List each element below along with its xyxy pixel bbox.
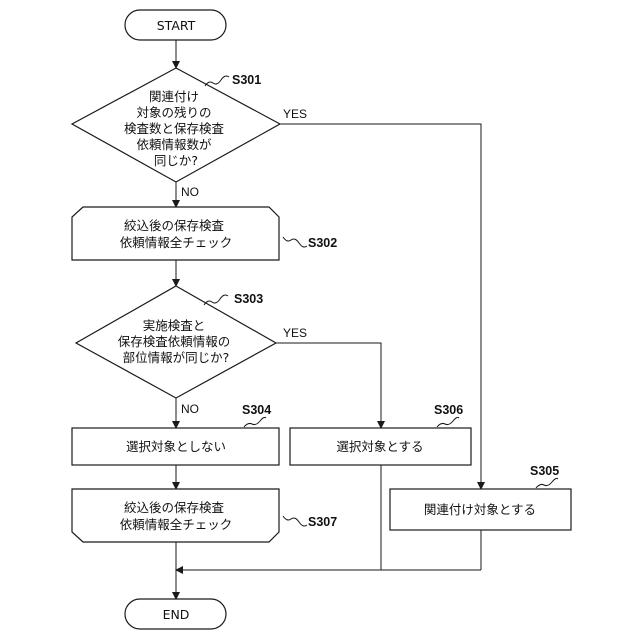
step-leader-s305	[536, 478, 558, 488]
process-s307-line: 絞込後の保存検査	[124, 500, 225, 515]
process-s307: 絞込後の保存検査 依頼情報全チェック S307	[72, 489, 337, 542]
step-leader-s304	[244, 417, 266, 427]
start-terminal: START	[125, 10, 226, 40]
end-label: END	[163, 607, 190, 622]
process-s305-label: 関連付け対象とする	[424, 502, 536, 517]
decision-s303: 実施検査と 保存検査依頼情報の 部位情報が同じか? S303 YES NO	[76, 286, 307, 416]
start-label: START	[157, 18, 196, 33]
process-s302-line: 絞込後の保存検査	[124, 218, 225, 233]
decision-s301-line: 関連付け	[149, 89, 199, 104]
decision-s303-line: 部位情報が同じか?	[123, 350, 230, 365]
step-leader-s302	[283, 237, 307, 247]
decision-s301-line: 依頼情報数が	[137, 137, 213, 152]
step-label-s301: S301	[232, 73, 261, 87]
branch-label-s303-yes: YES	[283, 326, 307, 340]
step-label-s304: S304	[242, 403, 271, 417]
decision-s301: 関連付け 対象の残りの 検査数と保存検査 依頼情報数が 同じか? S301 YE…	[72, 68, 307, 199]
decision-s303-line: 保存検査依頼情報の	[118, 334, 231, 349]
branch-label-s301-no: NO	[181, 185, 199, 199]
process-s306-label: 選択対象とする	[336, 439, 423, 454]
process-s302-line: 依頼情報全チェック	[120, 235, 233, 250]
step-label-s306: S306	[434, 403, 463, 417]
decision-s301-line: 検査数と保存検査	[124, 121, 225, 136]
end-terminal: END	[125, 599, 226, 629]
connector-s303-yes-to-s306	[276, 343, 381, 428]
process-s307-line: 依頼情報全チェック	[120, 517, 233, 532]
branch-label-s303-no: NO	[181, 402, 199, 416]
step-label-s302: S302	[308, 236, 337, 250]
decision-s303-line: 実施検査と	[143, 318, 206, 333]
decision-s301-line: 対象の残りの	[137, 105, 212, 120]
step-leader-s301	[205, 76, 229, 86]
step-label-s307: S307	[308, 515, 337, 529]
process-s304-label: 選択対象としない	[126, 439, 226, 454]
step-label-s305: S305	[530, 464, 559, 478]
process-s302: 絞込後の保存検査 依頼情報全チェック S302	[72, 207, 337, 260]
decision-s301-line: 同じか?	[154, 153, 198, 168]
branch-label-s301-yes: YES	[283, 107, 307, 121]
step-leader-s307	[283, 516, 307, 526]
step-leader-s306	[437, 417, 459, 427]
step-label-s303: S303	[234, 292, 263, 306]
